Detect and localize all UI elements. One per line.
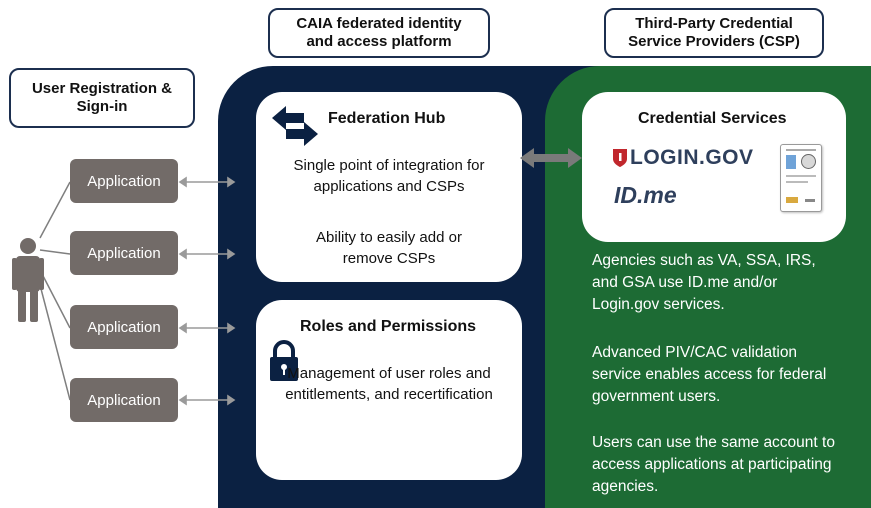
credential-services-title: Credential Services: [638, 110, 787, 127]
idme-logo: ID.me: [614, 182, 677, 208]
application-box[interactable]: Application: [70, 378, 178, 422]
user-registration-label: User Registration & Sign-in: [9, 68, 195, 128]
piv-card-icon: [780, 144, 822, 212]
credential-services-card: Credential Services LOGIN.GOV ID.me: [582, 92, 846, 242]
federation-hub-text-integration: Single point of integration for applicat…: [293, 157, 485, 195]
third-party-csp-text: Third-Party Credential Service Providers…: [628, 15, 800, 50]
exchange-arrows-icon: [272, 106, 318, 146]
application-box[interactable]: Application: [70, 159, 178, 203]
third-party-csp-label: Third-Party Credential Service Providers…: [604, 8, 824, 58]
user-branch-lines: [39, 181, 71, 401]
agencies-text: Agencies such as VA, SSA, IRS, and GSA u…: [592, 252, 816, 313]
app-arrows: [178, 176, 236, 406]
roles-permissions-title: Roles and Permissions: [300, 318, 477, 335]
same-account-text: Users can use the same account to access…: [592, 434, 835, 495]
lock-icon: [270, 340, 298, 381]
login-gov-shield-icon: [613, 149, 627, 167]
login-gov-logo: LOGIN.GOV: [630, 146, 754, 169]
caia-platform-text: CAIA federated identity and access platf…: [296, 15, 462, 50]
application-box[interactable]: Application: [70, 305, 178, 349]
caia-platform-label: CAIA federated identity and access platf…: [268, 8, 490, 58]
piv-cac-text: Advanced PIV/CAC validation service enab…: [592, 344, 827, 405]
roles-permissions-text: Management of user roles and entitlement…: [285, 365, 493, 403]
user-diagram: [12, 176, 236, 406]
double-arrow-icon: [520, 148, 582, 168]
federation-hub-title: Federation Hub: [328, 110, 446, 127]
application-box[interactable]: Application: [70, 231, 178, 275]
person-icon: [12, 238, 44, 322]
roles-permissions-card: Roles and Permissions Management of user…: [256, 300, 522, 480]
user-registration-text: User Registration & Sign-in: [31, 80, 173, 115]
federation-hub-text-csps: Ability to easily add or remove CSPs: [316, 229, 462, 267]
federation-hub-card: Federation Hub Single point of integrati…: [256, 92, 522, 282]
